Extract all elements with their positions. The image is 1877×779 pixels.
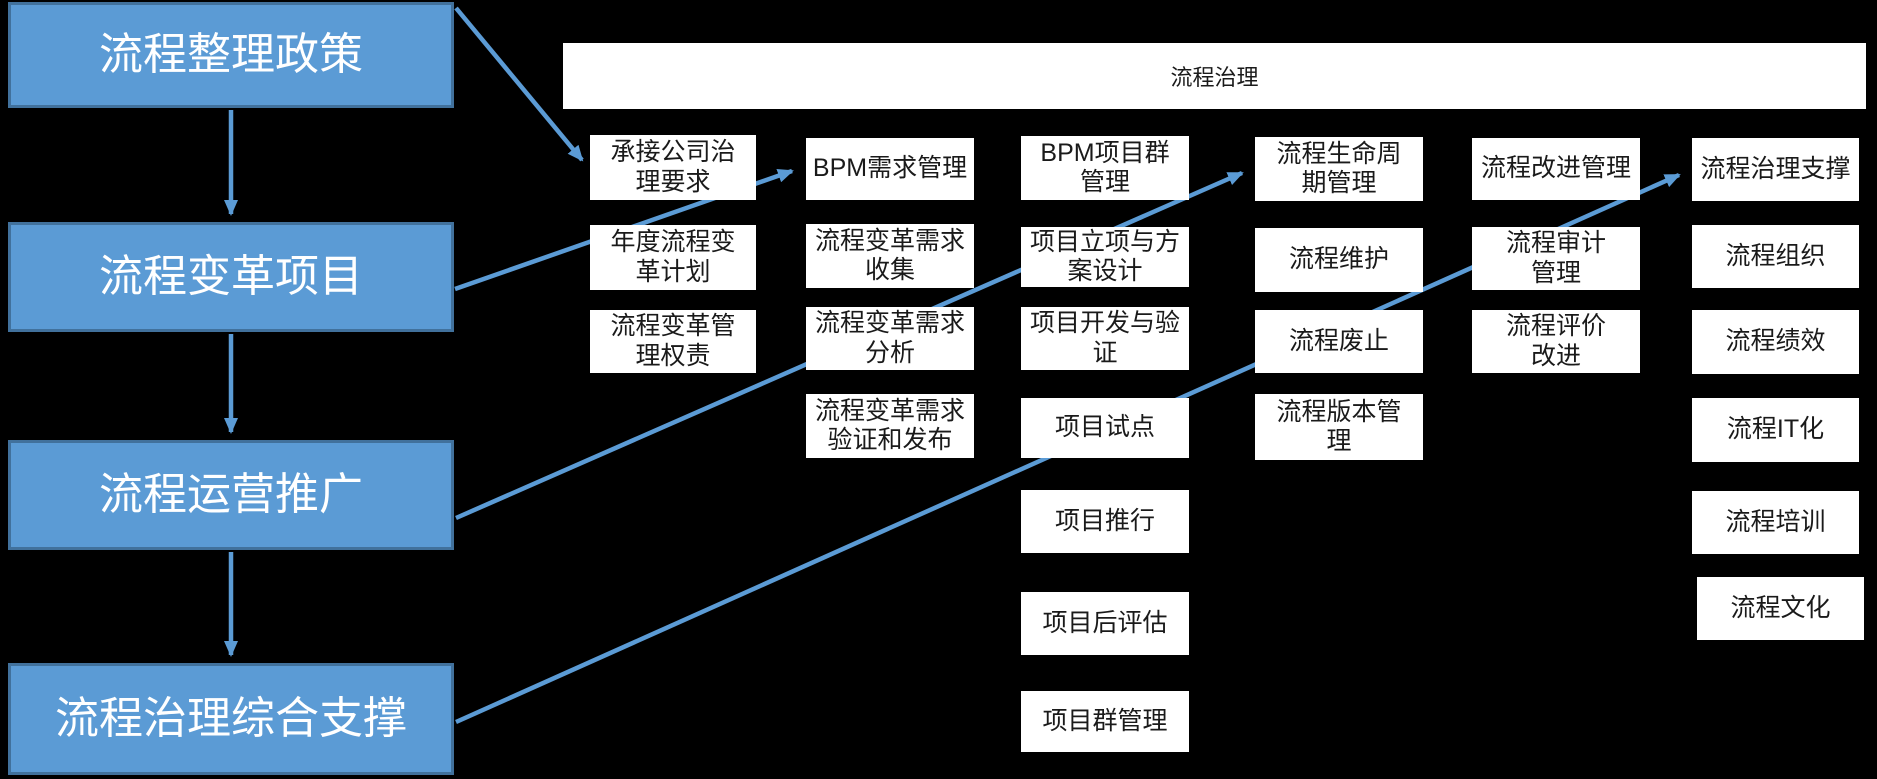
grid-box-col2-row4: 流程变革需求 验证和发布 <box>806 394 974 458</box>
grid-box-col6-row1: 流程治理支撑 <box>1692 138 1859 201</box>
grid-box-col3-row4: 项目试点 <box>1021 398 1189 458</box>
grid-box-col3-row1: BPM项目群 管理 <box>1021 136 1189 200</box>
grid-box-col3-row3: 项目开发与验 证 <box>1021 307 1189 370</box>
governance-header-bar: 流程治理 <box>563 43 1866 109</box>
grid-box-col4-row4: 流程版本管 理 <box>1255 394 1423 460</box>
grid-box-col1-row3: 流程变革管 理权责 <box>590 310 756 373</box>
grid-box-col2-row2: 流程变革需求 收集 <box>806 224 974 288</box>
grid-box-col1-row2: 年度流程变 革计划 <box>590 225 756 290</box>
stage-process-change-project: 流程变革项目 <box>8 222 454 332</box>
grid-box-col6-row6: 流程文化 <box>1697 577 1864 640</box>
grid-box-col3-row6: 项目后评估 <box>1021 592 1189 655</box>
grid-box-col5-row1: 流程改进管理 <box>1472 138 1640 200</box>
stage-process-governance-support: 流程治理综合支撑 <box>8 663 454 775</box>
grid-box-col2-row1: BPM需求管理 <box>806 138 974 200</box>
grid-box-col6-row3: 流程绩效 <box>1692 310 1859 374</box>
grid-box-col2-row3: 流程变革需求 分析 <box>806 307 974 370</box>
grid-box-col4-row1: 流程生命周 期管理 <box>1255 137 1423 201</box>
grid-box-col3-row7: 项目群管理 <box>1021 691 1189 752</box>
stage-process-policy: 流程整理政策 <box>8 2 454 108</box>
grid-box-col3-row5: 项目推行 <box>1021 490 1189 553</box>
grid-box-col4-row3: 流程废止 <box>1255 310 1423 373</box>
grid-box-col5-row2: 流程审计 管理 <box>1472 227 1640 290</box>
stage-process-operation-promotion: 流程运营推广 <box>8 440 454 550</box>
grid-box-col6-row4: 流程IT化 <box>1692 398 1859 462</box>
grid-box-col6-row2: 流程组织 <box>1692 225 1859 288</box>
grid-box-col4-row2: 流程维护 <box>1255 228 1423 292</box>
grid-box-col5-row3: 流程评价 改进 <box>1472 310 1640 373</box>
grid-box-col1-row1: 承接公司治 理要求 <box>590 135 756 200</box>
grid-box-col3-row2: 项目立项与方 案设计 <box>1021 227 1189 287</box>
grid-box-col6-row5: 流程培训 <box>1692 491 1859 554</box>
